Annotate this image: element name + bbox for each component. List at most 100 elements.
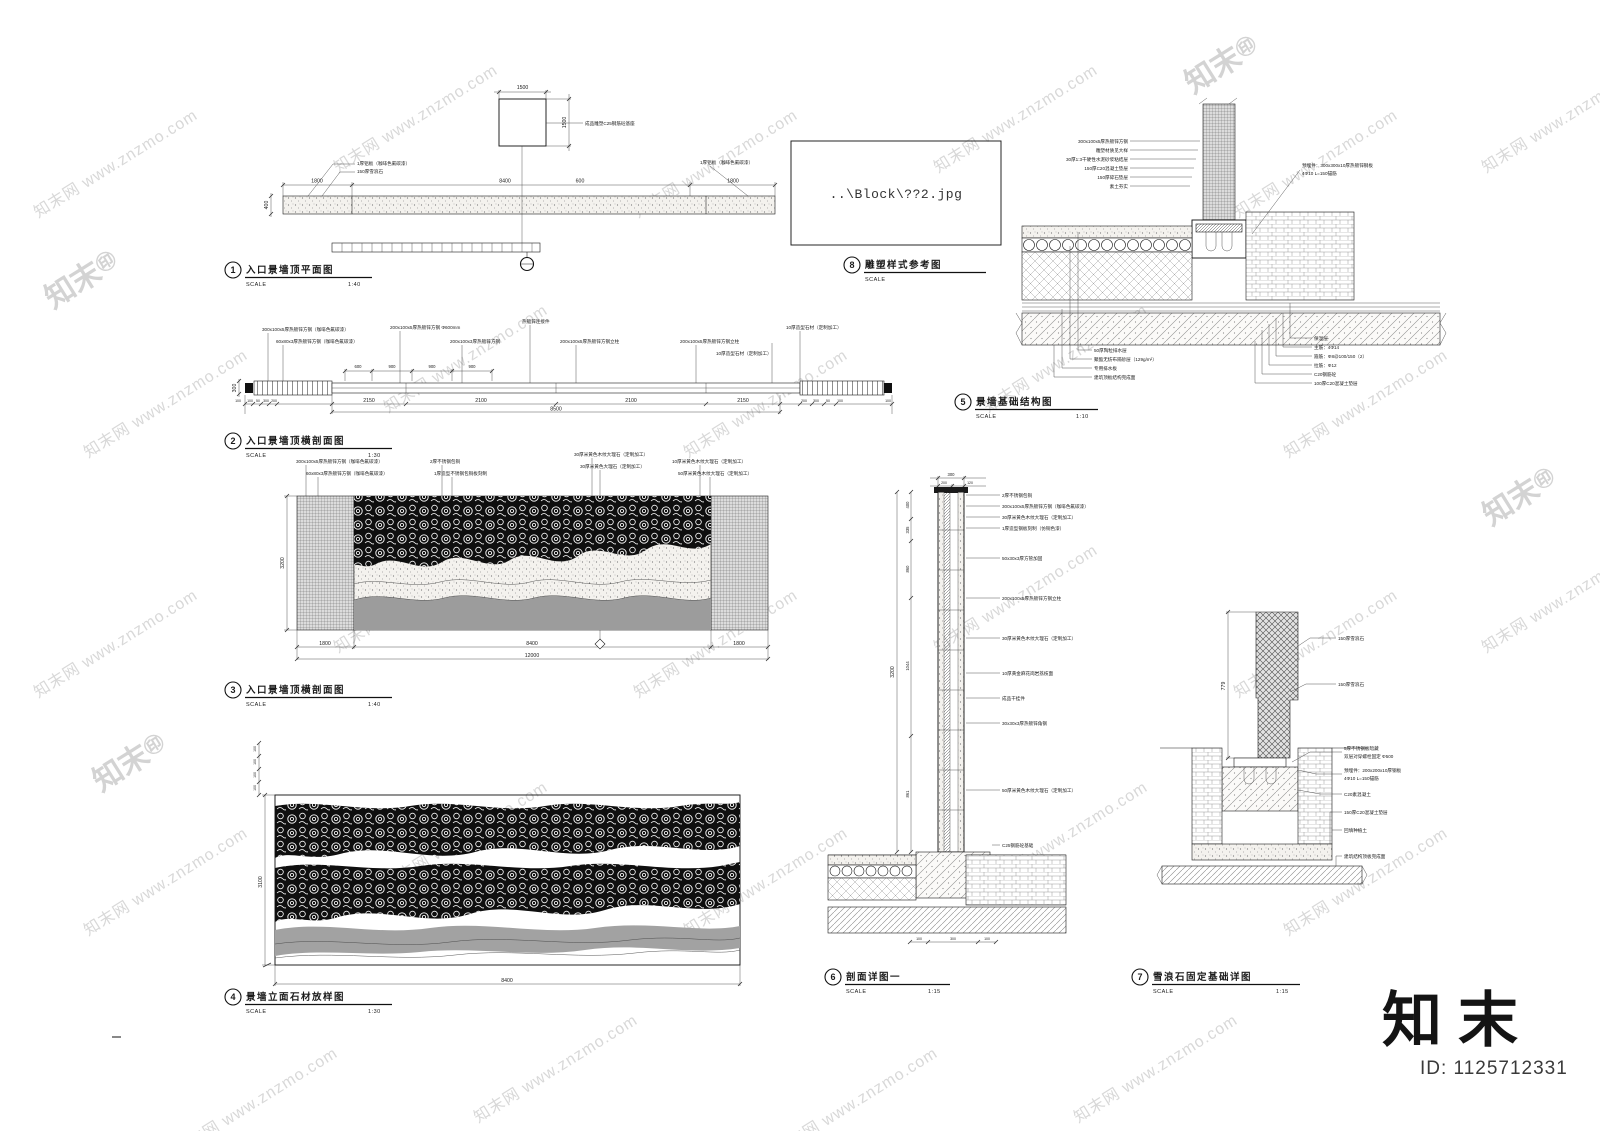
drawing-title: 入口景墙顶平面图 <box>245 264 334 276</box>
dim-label: 50 <box>826 399 830 403</box>
leader-label: 100厚C20混凝土垫层 <box>1314 380 1358 387</box>
drawing-title: 雕塑样式参考图 <box>865 259 942 271</box>
dim-label: 100 <box>253 746 257 752</box>
scale-value: 1:40 <box>368 702 381 708</box>
drawing-title: 景墙基础结构图 <box>975 396 1053 408</box>
leader-label: 5厚不锈钢板暗藏 <box>1344 745 1379 752</box>
leader-label: 1厚造型钢板刻制（仿铜色漆） <box>1002 525 1064 532</box>
leader-label: 建筑顶板结构完成面 <box>1094 374 1136 381</box>
dim-label: 12000 <box>525 653 540 659</box>
drawing-title: 剖面详图一 <box>846 971 901 983</box>
leader-label: 成品干挂件 <box>1002 695 1025 702</box>
dim-label: 200 <box>271 399 277 403</box>
dim-label: 300 <box>263 399 269 403</box>
drawing-stone-setting-out: 3100 100 100 100 100 8400 <box>253 740 743 987</box>
dim-label: 900 <box>389 364 397 369</box>
leader-label: C20素混凝土 <box>1344 791 1371 798</box>
dim-label: 8400 <box>526 641 538 647</box>
scale-value: 1:10 <box>1076 414 1089 420</box>
leader-label: 50x30x3厚方管加固 <box>1002 555 1043 562</box>
leader-label: 成品雕塑C25钢筋砼基座 <box>585 120 635 127</box>
dim-label: 1800 <box>319 641 331 647</box>
leader-label: 200x100x5厚热镀锌方钢立柱 <box>680 338 740 345</box>
dim-label: 900 <box>469 364 477 369</box>
dim-label: 100 <box>253 759 257 765</box>
leader-label: 10厚造型石材（定制加工） <box>716 350 772 357</box>
embed-plate <box>1233 757 1287 768</box>
leader-label: 60x80x3厚热镀锌方钢（咖啡色氟碳漆） <box>306 470 388 477</box>
leader-label: 预埋件：300x300x10厚热镀锌钢板 <box>1302 162 1373 169</box>
drawing-title-6: 6 剖面详图一 SCALE 1:15 <box>824 968 950 995</box>
leader-label: 回填种植土 <box>1344 827 1367 834</box>
leader-label: 150厚碎石垫层 <box>1097 174 1128 181</box>
dim-label: 100 <box>253 785 257 791</box>
sculpture-base-plan <box>498 98 547 147</box>
leader-label: 50厚米黄色木纹大理石（定制加工） <box>1002 787 1076 794</box>
leader-label: 主筋：4Φ14 <box>1314 344 1340 351</box>
dim-label: 2100 <box>625 398 637 404</box>
dim-label: 335 <box>905 526 910 534</box>
drawing-title-3: 3 入口景墙顶横剖面图 SCALE 1:40 <box>224 681 392 708</box>
snow-wave-stone <box>1255 611 1299 759</box>
drawing-stone-foundation-detail: 779 150厚雪浪石 150厚雪浪石 5厚不锈钢板暗藏 双层对穿螺栓固定 Φ5… <box>1156 609 1402 885</box>
leader-label: 雕塑材质见大样 <box>1096 147 1129 154</box>
leader-label: 箍筋：Φ8@100/150（2） <box>1314 353 1367 360</box>
drawing-title-2: 2 入口景墙顶横剖面图 SCALE 1:30 <box>224 432 392 459</box>
dim-label: 3100 <box>258 876 264 888</box>
dim-label: 300 <box>813 399 819 403</box>
dim-label: 2150 <box>363 398 375 404</box>
wall-cap <box>934 487 968 493</box>
dim-label: 1800 <box>311 179 323 185</box>
leader-label: 200x100x5厚热镀锌方钢立柱 <box>1002 595 1062 602</box>
leader-label: 150厚C20混凝土垫层 <box>1084 165 1128 172</box>
drawing-number: 8 <box>849 260 854 270</box>
drawing-title: 入口景墙顶横剖面图 <box>245 435 345 447</box>
leader-label: C20钢筋砼 <box>1314 371 1337 378</box>
dim-label: 861 <box>905 790 910 798</box>
leader-label: 30厚米黄色木纹大理石（定制加工） <box>1002 514 1076 521</box>
leader-label: 专用排水板 <box>1094 365 1117 372</box>
dim-label: 3200 <box>280 557 286 569</box>
drawing-number: 2 <box>230 436 235 446</box>
leader-label: 4Φ10 L=150锚筋 <box>1302 170 1337 177</box>
leader-label: 1厚造型不锈钢包铜板刻制 <box>434 470 487 477</box>
gray-wave-band <box>275 925 740 956</box>
leader-label: 双层对穿螺栓固定 Φ500 <box>1344 753 1394 760</box>
drawing-top-cross-section: 300x100x5厚热镀锌方钢（咖啡色氟碳漆） 60x80x3厚热镀锌方钢（咖啡… <box>232 318 895 415</box>
dim-label: 1500 <box>562 117 568 129</box>
leader-label: 聚酯无纺布隔砂层（129g/m²） <box>1094 356 1157 363</box>
drawing-title: 雪浪石固定基础详图 <box>1153 971 1252 983</box>
drawing-title: 入口景墙顶横剖面图 <box>245 684 345 696</box>
dim-label: 600 <box>576 179 585 185</box>
dim-label: 50 <box>256 399 260 403</box>
dim-label: 600 <box>355 364 363 369</box>
concrete-block <box>1221 766 1299 812</box>
dim-label: 900 <box>429 364 437 369</box>
drawing-number: 7 <box>1137 972 1142 982</box>
dim-label: 200 <box>801 399 807 403</box>
dim-label: 200 <box>941 481 947 485</box>
dim-label: 779 <box>1221 682 1227 691</box>
leader-label: 10厚米黄色木纹大理石（定制加工） <box>672 458 746 465</box>
leader-label: 300x100x5厚热镀锌方钢（咖啡色氟碳漆） <box>1002 503 1089 510</box>
scale-value: 1:40 <box>348 282 361 288</box>
drawing-section-detail-1: 300 200 120 100 300 100 <box>827 472 1089 945</box>
scale-word: SCALE <box>846 989 867 995</box>
dim-label: 1044 <box>905 661 910 671</box>
leader-label: 30厚米黄色木纹大理石（定制加工） <box>1002 635 1076 642</box>
elevation-marker <box>594 638 606 650</box>
leader-label: 预埋件：200x200x10厚钢板 <box>1344 767 1402 774</box>
drawing-elevation-1-40: 3200 1800 8400 1800 12000 300x100x5厚热镀锌方… <box>280 451 771 662</box>
drawing-title-8: 8 雕塑样式参考图 SCALE <box>843 256 986 283</box>
dim-label: 400 <box>905 501 910 509</box>
leader-label: 30厚1:3干硬性水泥砂浆粘结层 <box>1066 156 1128 163</box>
leader-label: 200x100x5厚热镀锌方钢 Φ600mm <box>390 324 460 331</box>
drawing-number: 1 <box>230 265 235 275</box>
leader-label: 2厚不锈钢包铜 <box>430 458 461 465</box>
dim-label: 8400 <box>501 978 513 984</box>
dim-label: 100 <box>984 937 990 941</box>
scale-value: 1:15 <box>928 989 941 995</box>
leader-label: 300x100x5厚热镀锌方钢 <box>1078 138 1128 145</box>
gray-wave-band <box>354 595 711 630</box>
leader-label: 150厚雪浪石 <box>357 168 383 175</box>
